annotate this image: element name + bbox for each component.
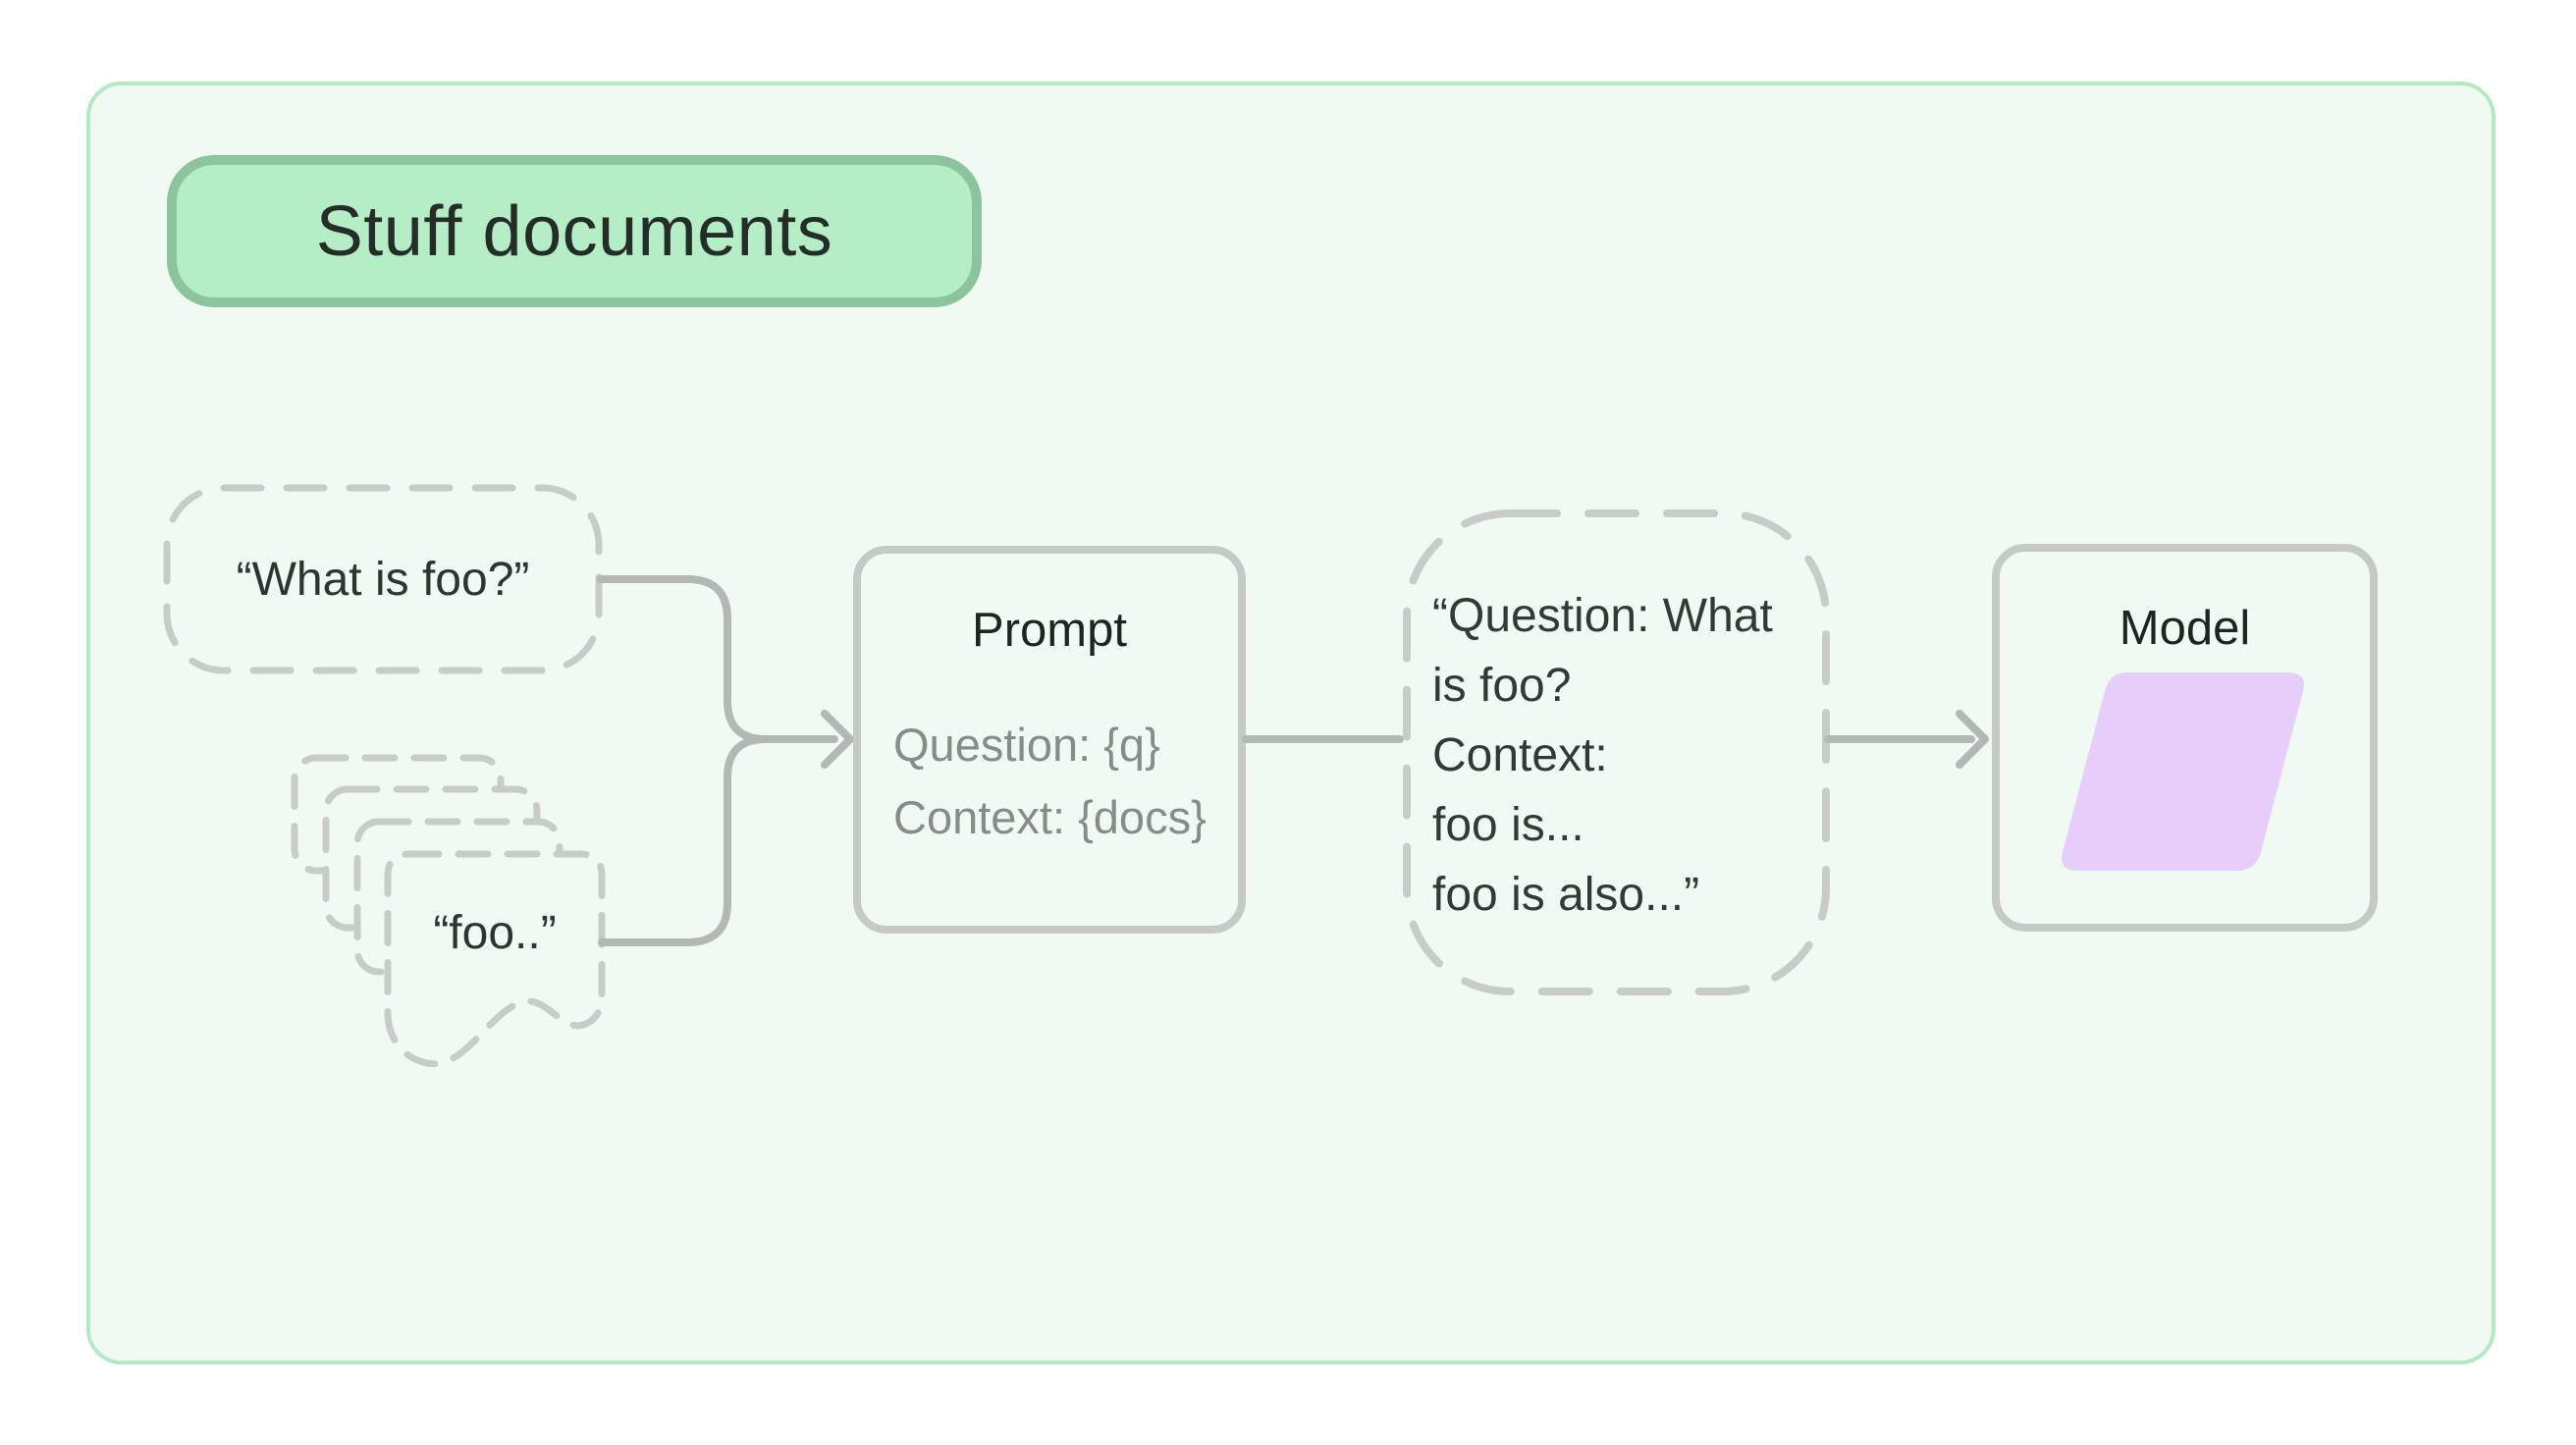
stuffed-prompt-line: foo is...: [1432, 799, 1584, 851]
stuffed-prompt-outline: [1403, 509, 1830, 995]
model-node-outline: [1992, 544, 2378, 932]
prompt-template-lines: Question: {q} Context: {docs}: [893, 709, 1207, 854]
stuffed-prompt-line: “Question: What: [1432, 590, 1773, 642]
stuffed-prompt-text: “Question: What is foo? Context: foo is.…: [1432, 581, 1773, 930]
front-document-icon: [384, 850, 606, 1067]
prompt-template-line: Context: {docs}: [893, 791, 1207, 843]
stuffed-prompt-line: is foo?: [1432, 660, 1572, 712]
question-node-label: “What is foo?”: [236, 553, 530, 606]
arrowhead-icon: [1956, 710, 1989, 769]
model-title: Model: [2119, 602, 2251, 655]
model-parallelogram-icon: [2062, 672, 2304, 871]
prompt-template-line: Question: {q}: [893, 719, 1160, 771]
connector-question-to-merge: [597, 575, 770, 743]
connector-documents-to-merge: [598, 735, 770, 946]
chain-title-badge: Stuff documents: [167, 155, 982, 307]
prompt-title: Prompt: [972, 604, 1127, 657]
stuffed-prompt-line: foo is also...”: [1432, 869, 1700, 921]
arrowhead-icon: [821, 710, 854, 769]
stuffed-prompt-line: Context:: [1432, 729, 1608, 781]
prompt-node-outline: [853, 546, 1246, 934]
documents-label: “foo..”: [433, 906, 557, 959]
